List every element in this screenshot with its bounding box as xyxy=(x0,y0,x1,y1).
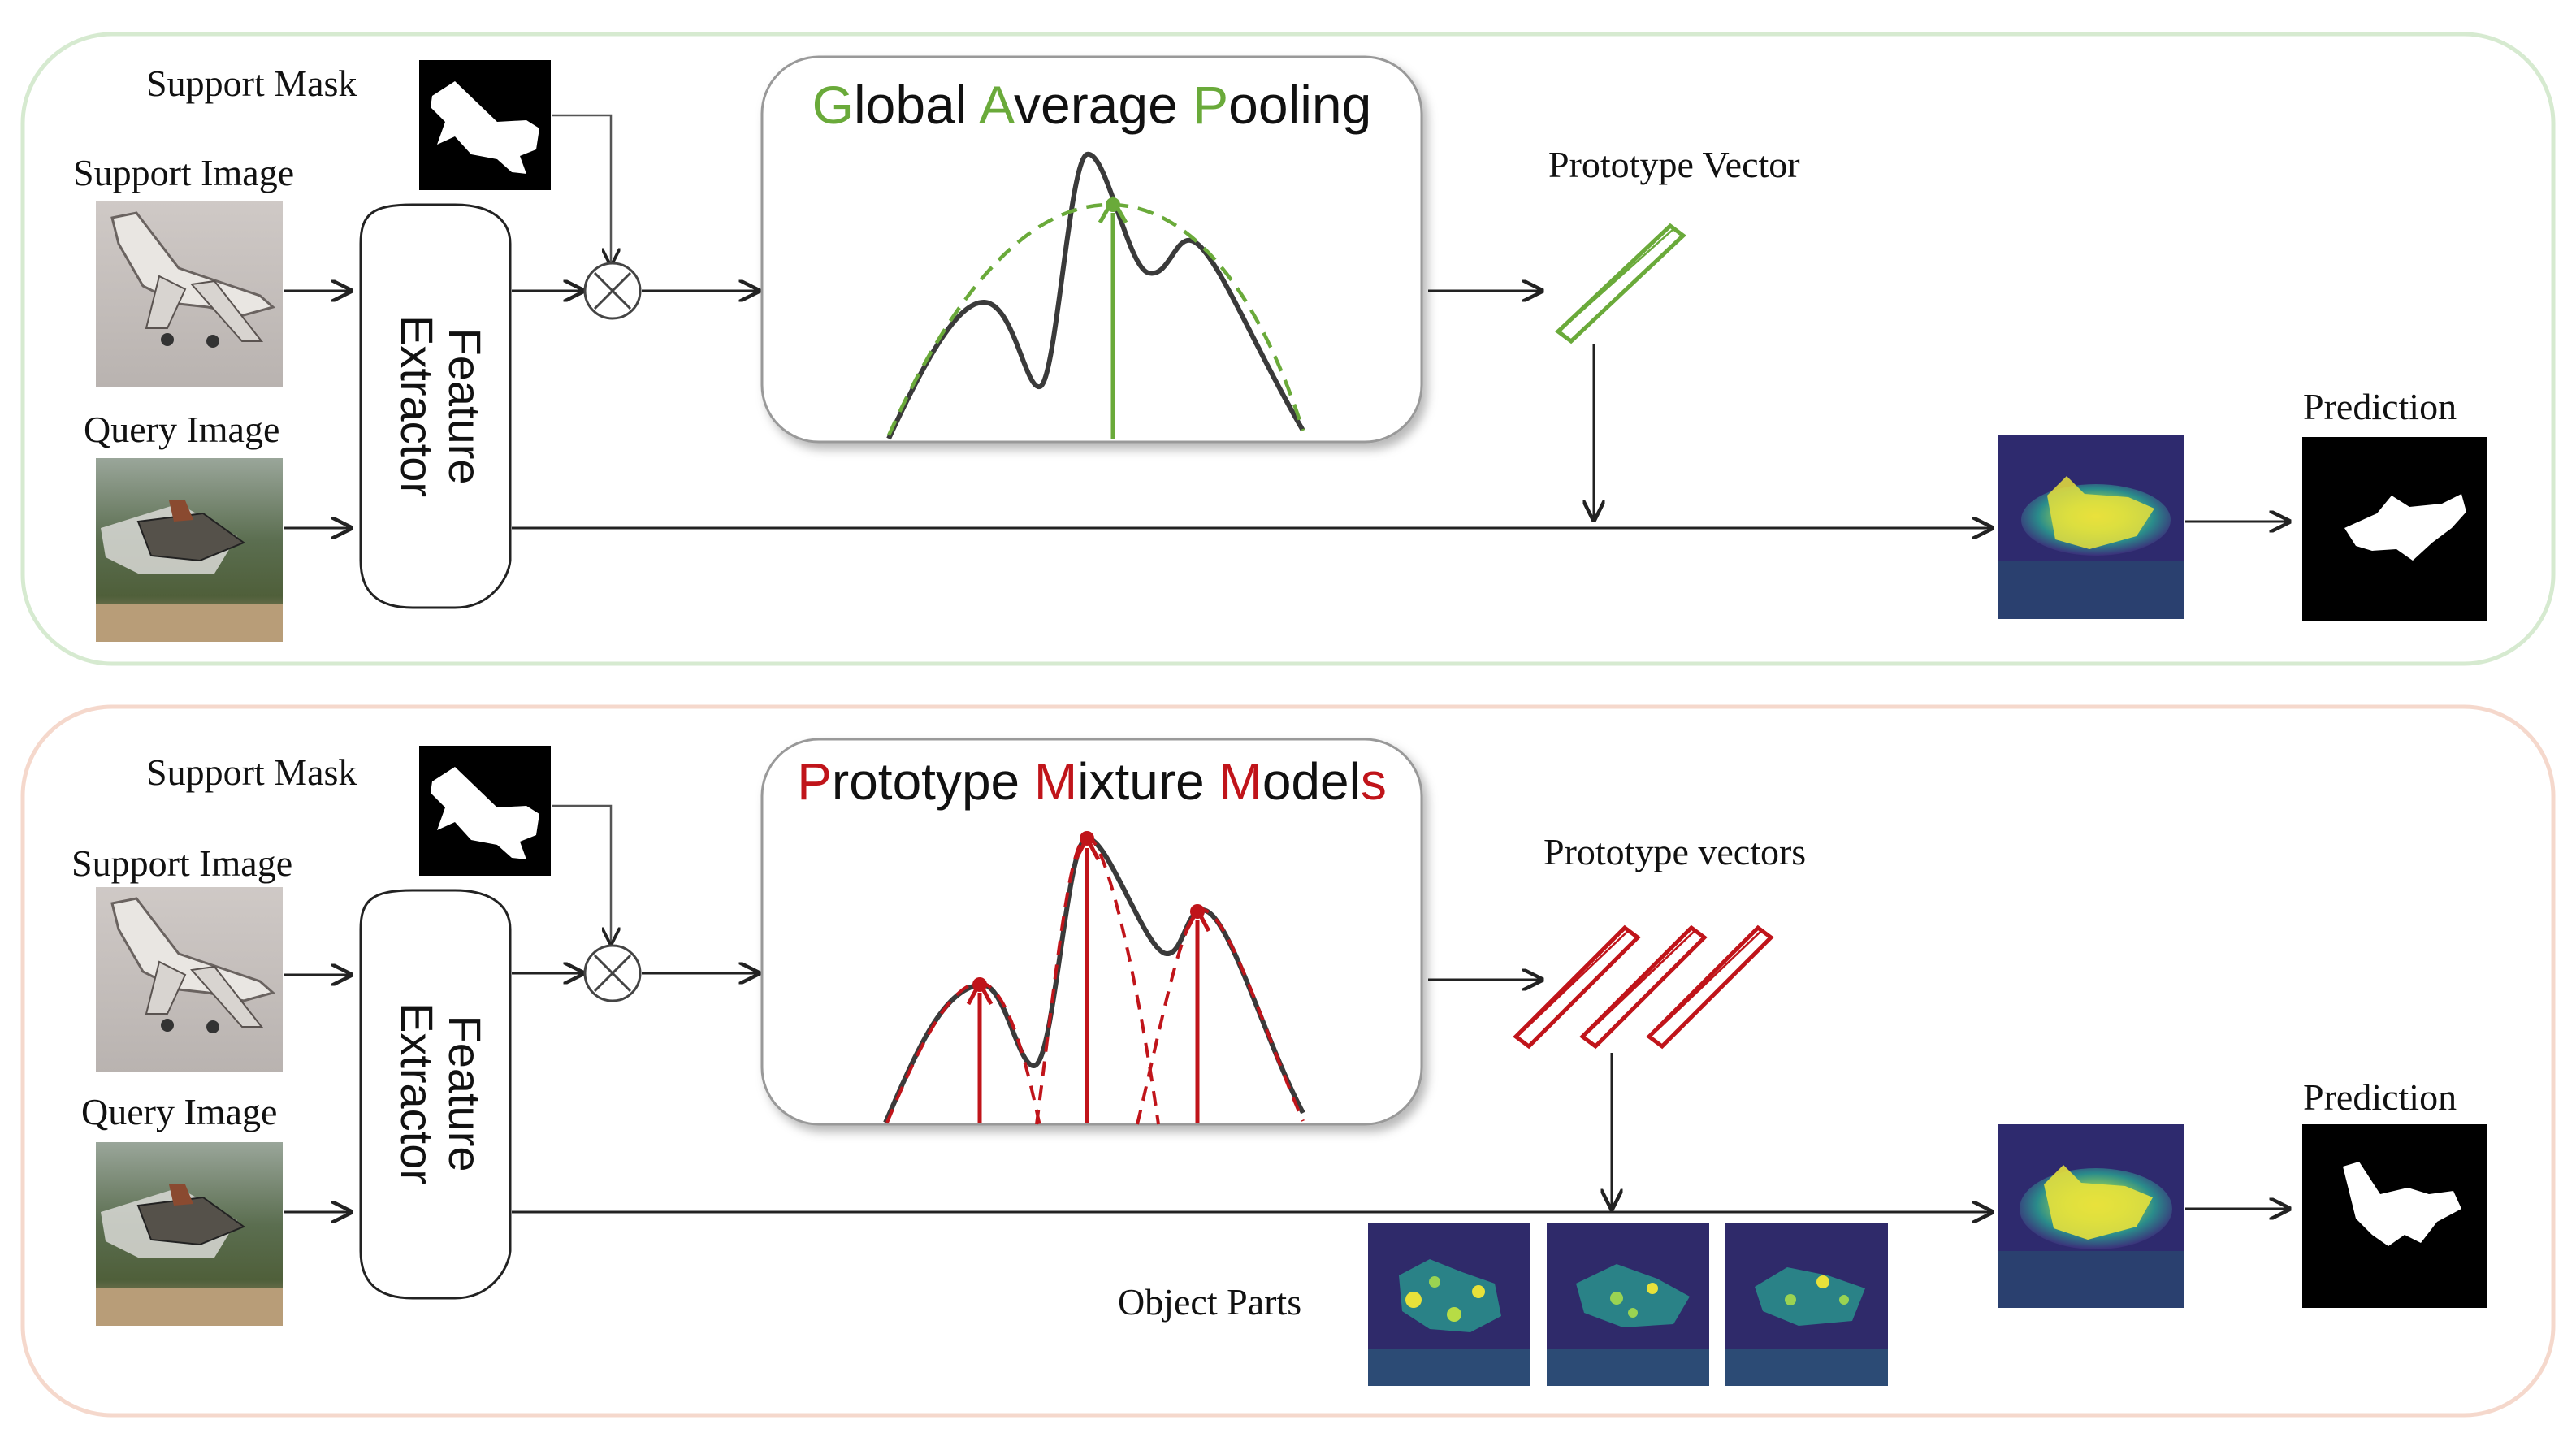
top-query-image xyxy=(96,458,283,642)
bottom-feature-label: Feature xyxy=(439,1015,491,1172)
top-feature-curve xyxy=(886,152,1305,440)
top-support-image xyxy=(96,201,283,387)
top-pooling-box: Global Average Pooling xyxy=(760,55,1423,444)
top-panel-frame xyxy=(20,32,2556,666)
top-similarity-heatmap xyxy=(1998,435,2184,619)
bottom-support-mask-image xyxy=(419,746,551,876)
top-extractor-label: Extractor xyxy=(392,315,443,497)
top-feature-extractor: Feature Extractor xyxy=(359,203,512,609)
top-support-mask-label: Support Mask xyxy=(146,63,357,104)
pmmTitle-part-4: M xyxy=(1219,752,1262,811)
gapTitle-part-4: P xyxy=(1193,75,1228,135)
gapTitle-part-2: A xyxy=(979,75,1015,135)
bottom-feature-extractor: Feature Extractor xyxy=(359,889,512,1300)
pmmTitle-part-3: ixture xyxy=(1077,752,1219,811)
gapTitle-part-1: lobal xyxy=(854,75,979,135)
top-support-image-label: Support Image xyxy=(73,152,294,193)
bottom-multiply-node xyxy=(583,944,642,1002)
pmmTitle-part-1: rototype xyxy=(832,752,1034,811)
bottom-prototype-label: Prototype vectors xyxy=(1543,831,1806,872)
top-multiply-node xyxy=(583,262,642,320)
bottom-prediction-label: Prediction xyxy=(2303,1076,2457,1118)
bottom-support-image-label: Support Image xyxy=(71,842,292,884)
top-support-mask-image xyxy=(419,60,551,190)
bottom-object-part-1 xyxy=(1368,1223,1530,1386)
top-prototype-vector xyxy=(1555,223,1686,344)
bottom-object-part-3 xyxy=(1725,1223,1888,1386)
bottom-mask-to-multiply-arrow xyxy=(552,804,611,944)
bottom-pmm-title: Prototype Mixture Models xyxy=(797,752,1387,811)
top-prototype-label: Prototype Vector xyxy=(1548,144,1800,185)
top-pooling-title: Global Average Pooling xyxy=(812,75,1372,135)
bottom-prototype-vectors xyxy=(1513,924,1774,1050)
bottom-extractor-label: Extractor xyxy=(392,1002,443,1184)
bottom-object-parts-label: Object Parts xyxy=(1118,1281,1301,1323)
pmmTitle-part-5: odel xyxy=(1262,752,1361,811)
bottom-query-image xyxy=(96,1142,283,1326)
top-query-image-label: Query Image xyxy=(84,409,279,450)
bottom-prediction-mask xyxy=(2302,1124,2487,1308)
gapTitle-part-3: verage xyxy=(1014,75,1193,135)
bottom-pmm-box: Prototype Mixture Models xyxy=(760,738,1423,1127)
top-prediction-mask xyxy=(2302,437,2487,621)
pmmTitle-part-2: M xyxy=(1034,752,1077,811)
pmmTitle-part-0: P xyxy=(797,752,832,811)
bottom-query-image-label: Query Image xyxy=(81,1091,277,1132)
bottom-object-part-2 xyxy=(1547,1223,1709,1386)
bottom-support-image xyxy=(96,887,283,1072)
top-prediction-label: Prediction xyxy=(2303,386,2457,427)
bottom-panel-frame xyxy=(20,704,2556,1418)
top-feature-label: Feature xyxy=(439,328,491,485)
top-mask-to-multiply-arrow xyxy=(552,114,611,265)
gapTitle-part-5: ooling xyxy=(1228,75,1371,135)
bottom-support-mask-label: Support Mask xyxy=(146,751,357,793)
bottom-similarity-heatmap xyxy=(1998,1124,2184,1308)
gapTitle-part-0: G xyxy=(812,75,854,135)
pmmTitle-part-6: s xyxy=(1361,752,1387,811)
